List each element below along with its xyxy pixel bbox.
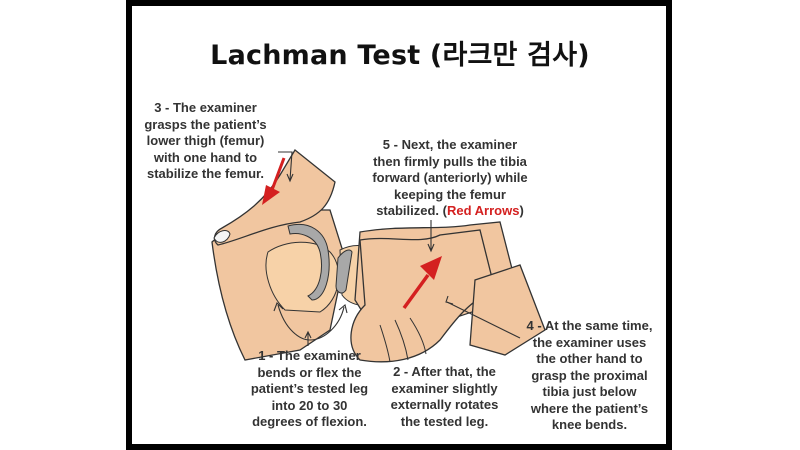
step-3-caption: 3 - The examiner grasps the patient’s lo… — [144, 100, 267, 181]
step-1-caption: 1 - The examiner bends or flex the patie… — [250, 348, 369, 429]
red-arrows-highlight: Red Arrows — [446, 203, 520, 218]
red-arrow-up-right-icon — [402, 256, 442, 310]
step-4-caption: 4 - At the same time, the examiner uses … — [526, 318, 653, 432]
step-5-caption: 5 - Next, the examiner then firmly pulls… — [372, 137, 528, 218]
meniscus — [287, 224, 330, 301]
examiner-hand-tibia — [350, 229, 496, 363]
step-2-caption: 2 - After that, the examiner slightly ex… — [390, 364, 499, 429]
red-arrow-down-left-icon — [262, 157, 286, 205]
leader-lines — [278, 151, 521, 346]
meniscus-lateral — [335, 249, 353, 294]
thumb-nail — [213, 230, 231, 243]
flexion-arc-icon — [273, 302, 348, 341]
diagram-frame — [126, 0, 672, 450]
page-title: Lachman Test (라크만 검사) — [210, 40, 590, 71]
examiner-forearm — [469, 264, 546, 356]
examiner-hand-femur — [213, 149, 336, 246]
